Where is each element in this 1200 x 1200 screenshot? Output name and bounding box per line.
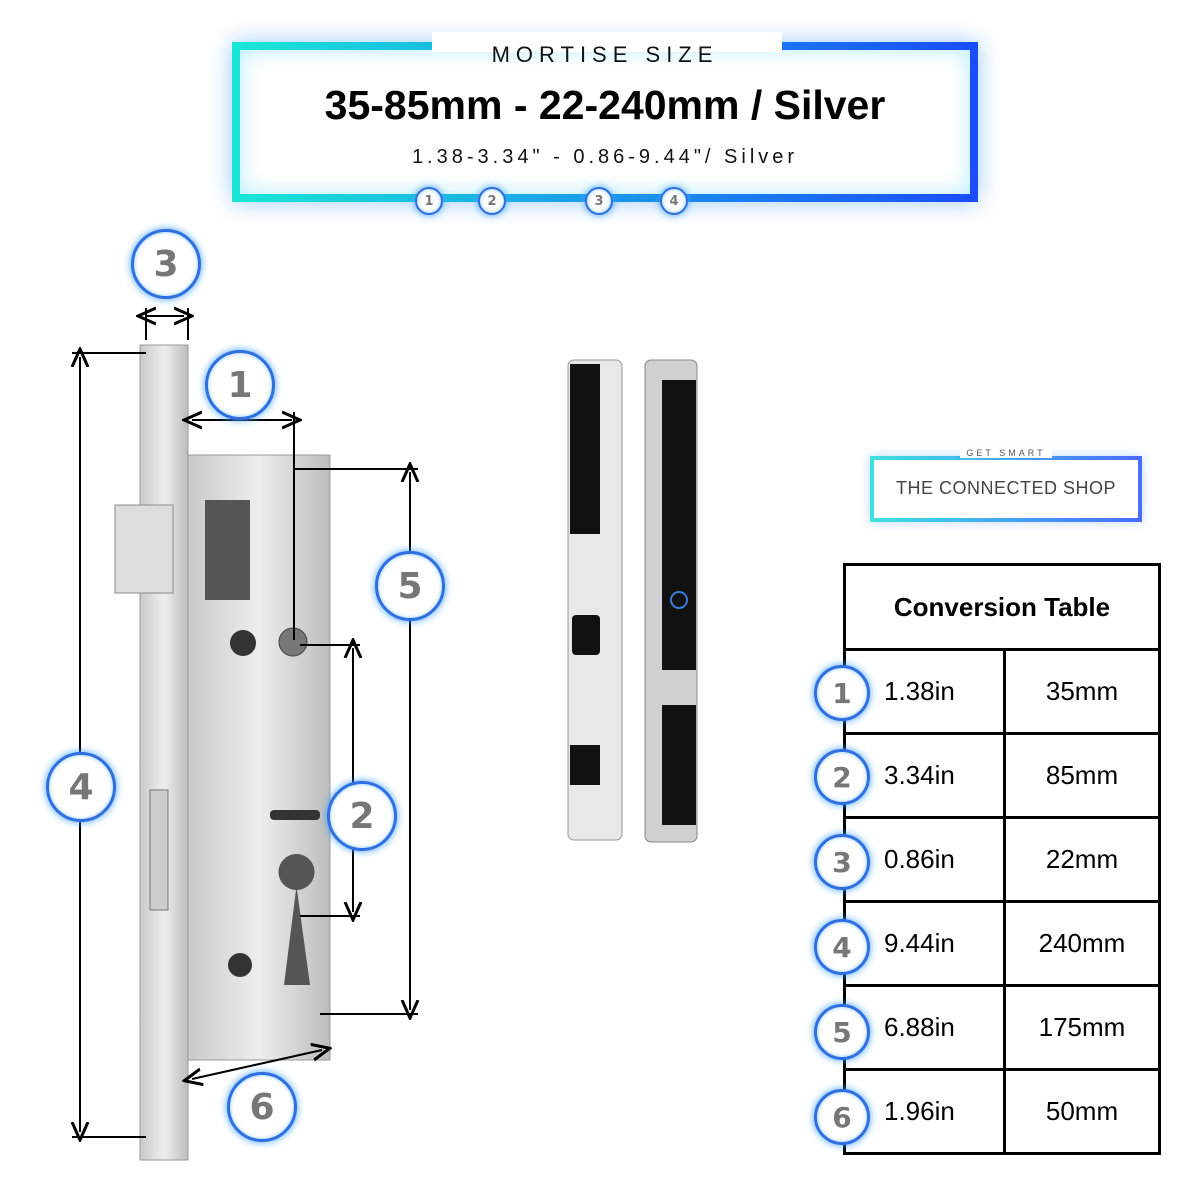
faceplate (139, 344, 189, 1161)
dimension-label-3: 3 (131, 229, 201, 299)
badge-3: 3 (585, 187, 613, 215)
mm-cell: 85mm (1003, 732, 1161, 819)
dimension-label-1: 1 (205, 350, 275, 420)
dimension-label-4: 4 (46, 752, 116, 822)
inches-cell: 1.38in (843, 648, 1006, 735)
mm-cell: 175mm (1003, 984, 1161, 1071)
badge-2: 2 (478, 187, 506, 215)
inches-cell: 6.88in (843, 984, 1006, 1071)
smart-lock-product-image (567, 359, 698, 843)
badge-1: 1 (415, 187, 443, 215)
row-badge-6: 6 (814, 1089, 870, 1145)
inches-cell: 0.86in (843, 816, 1006, 903)
inches-cell: 3.34in (843, 732, 1006, 819)
row-badge-3: 3 (814, 834, 870, 890)
title-box: MORTISE SIZE 35-85mm - 22-240mm / Silver… (232, 32, 978, 202)
brand-logo: GET SMART THE CONNECTED SHOP (870, 448, 1142, 522)
dimension-label-6: 6 (227, 1072, 297, 1142)
mm-cell: 22mm (1003, 816, 1161, 903)
row-badge-1: 1 (814, 665, 870, 721)
mm-cell: 50mm (1003, 1068, 1161, 1155)
mm-cell: 35mm (1003, 648, 1161, 735)
logo-kicker: GET SMART (960, 448, 1052, 458)
row-badge-4: 4 (814, 919, 870, 975)
logo-name: THE CONNECTED SHOP (895, 478, 1117, 498)
latch-window (205, 500, 250, 600)
kicker: MORTISE SIZE (491, 42, 719, 67)
inches-cell: 1.96in (843, 1068, 1006, 1155)
headline: 35-85mm - 22-240mm / Silver (324, 82, 886, 128)
table-title: Conversion Table (843, 563, 1161, 651)
latch-bolt (114, 504, 174, 594)
dimension-label-5: 5 (375, 551, 445, 621)
row-badge-2: 2 (814, 749, 870, 805)
inches-cell: 9.44in (843, 900, 1006, 987)
row-badge-5: 5 (814, 1004, 870, 1060)
badge-4: 4 (660, 187, 688, 215)
subline: 1.38-3.34" - 0.86-9.44"/ Silver (411, 146, 799, 168)
dimension-label-2: 2 (327, 781, 397, 851)
mm-cell: 240mm (1003, 900, 1161, 987)
